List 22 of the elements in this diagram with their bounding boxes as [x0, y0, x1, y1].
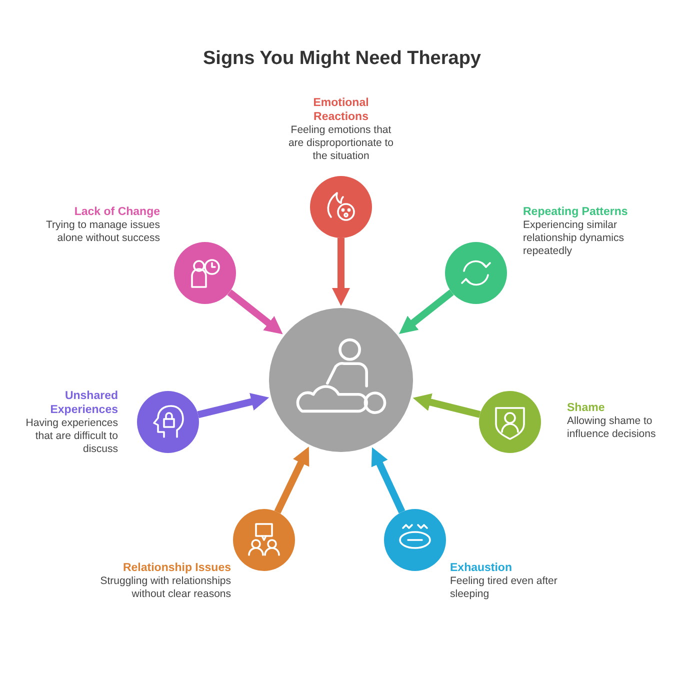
sign-heading: Emotional Reactions — [312, 96, 370, 124]
arrow — [197, 393, 270, 418]
sign-heading: Relationship Issues — [122, 561, 231, 575]
sign-heading: Unshared Experiences — [49, 389, 118, 417]
sign-heading: Lack of Change — [73, 205, 160, 219]
sign-description: Trying to manage issues alone without success — [45, 219, 160, 245]
arrow — [412, 393, 481, 418]
arrow — [227, 289, 283, 334]
arrow — [371, 447, 406, 514]
sign-description: Feeling tired even after sleeping — [450, 575, 558, 601]
sign-heading: Shame — [567, 401, 606, 415]
sign-description: Experiencing similar relationship dynamics repeatedly — [523, 219, 625, 258]
sign-heading: Repeating Patterns — [523, 205, 629, 219]
title: Signs You Might Need Therapy — [202, 48, 482, 70]
arrow — [274, 446, 310, 514]
sign-description: Allowing shame to influence decisions — [567, 415, 657, 441]
arrow — [332, 238, 350, 306]
sign-description: Feeling emotions that are disproportionate to the situation — [287, 124, 395, 163]
sign-heading: Exhaustion — [450, 561, 513, 575]
arrow — [399, 290, 454, 334]
sign-description: Having experiences that are difficult to discuss — [24, 417, 118, 456]
sign-description: Struggling with relationships without clear reasons — [99, 575, 231, 601]
